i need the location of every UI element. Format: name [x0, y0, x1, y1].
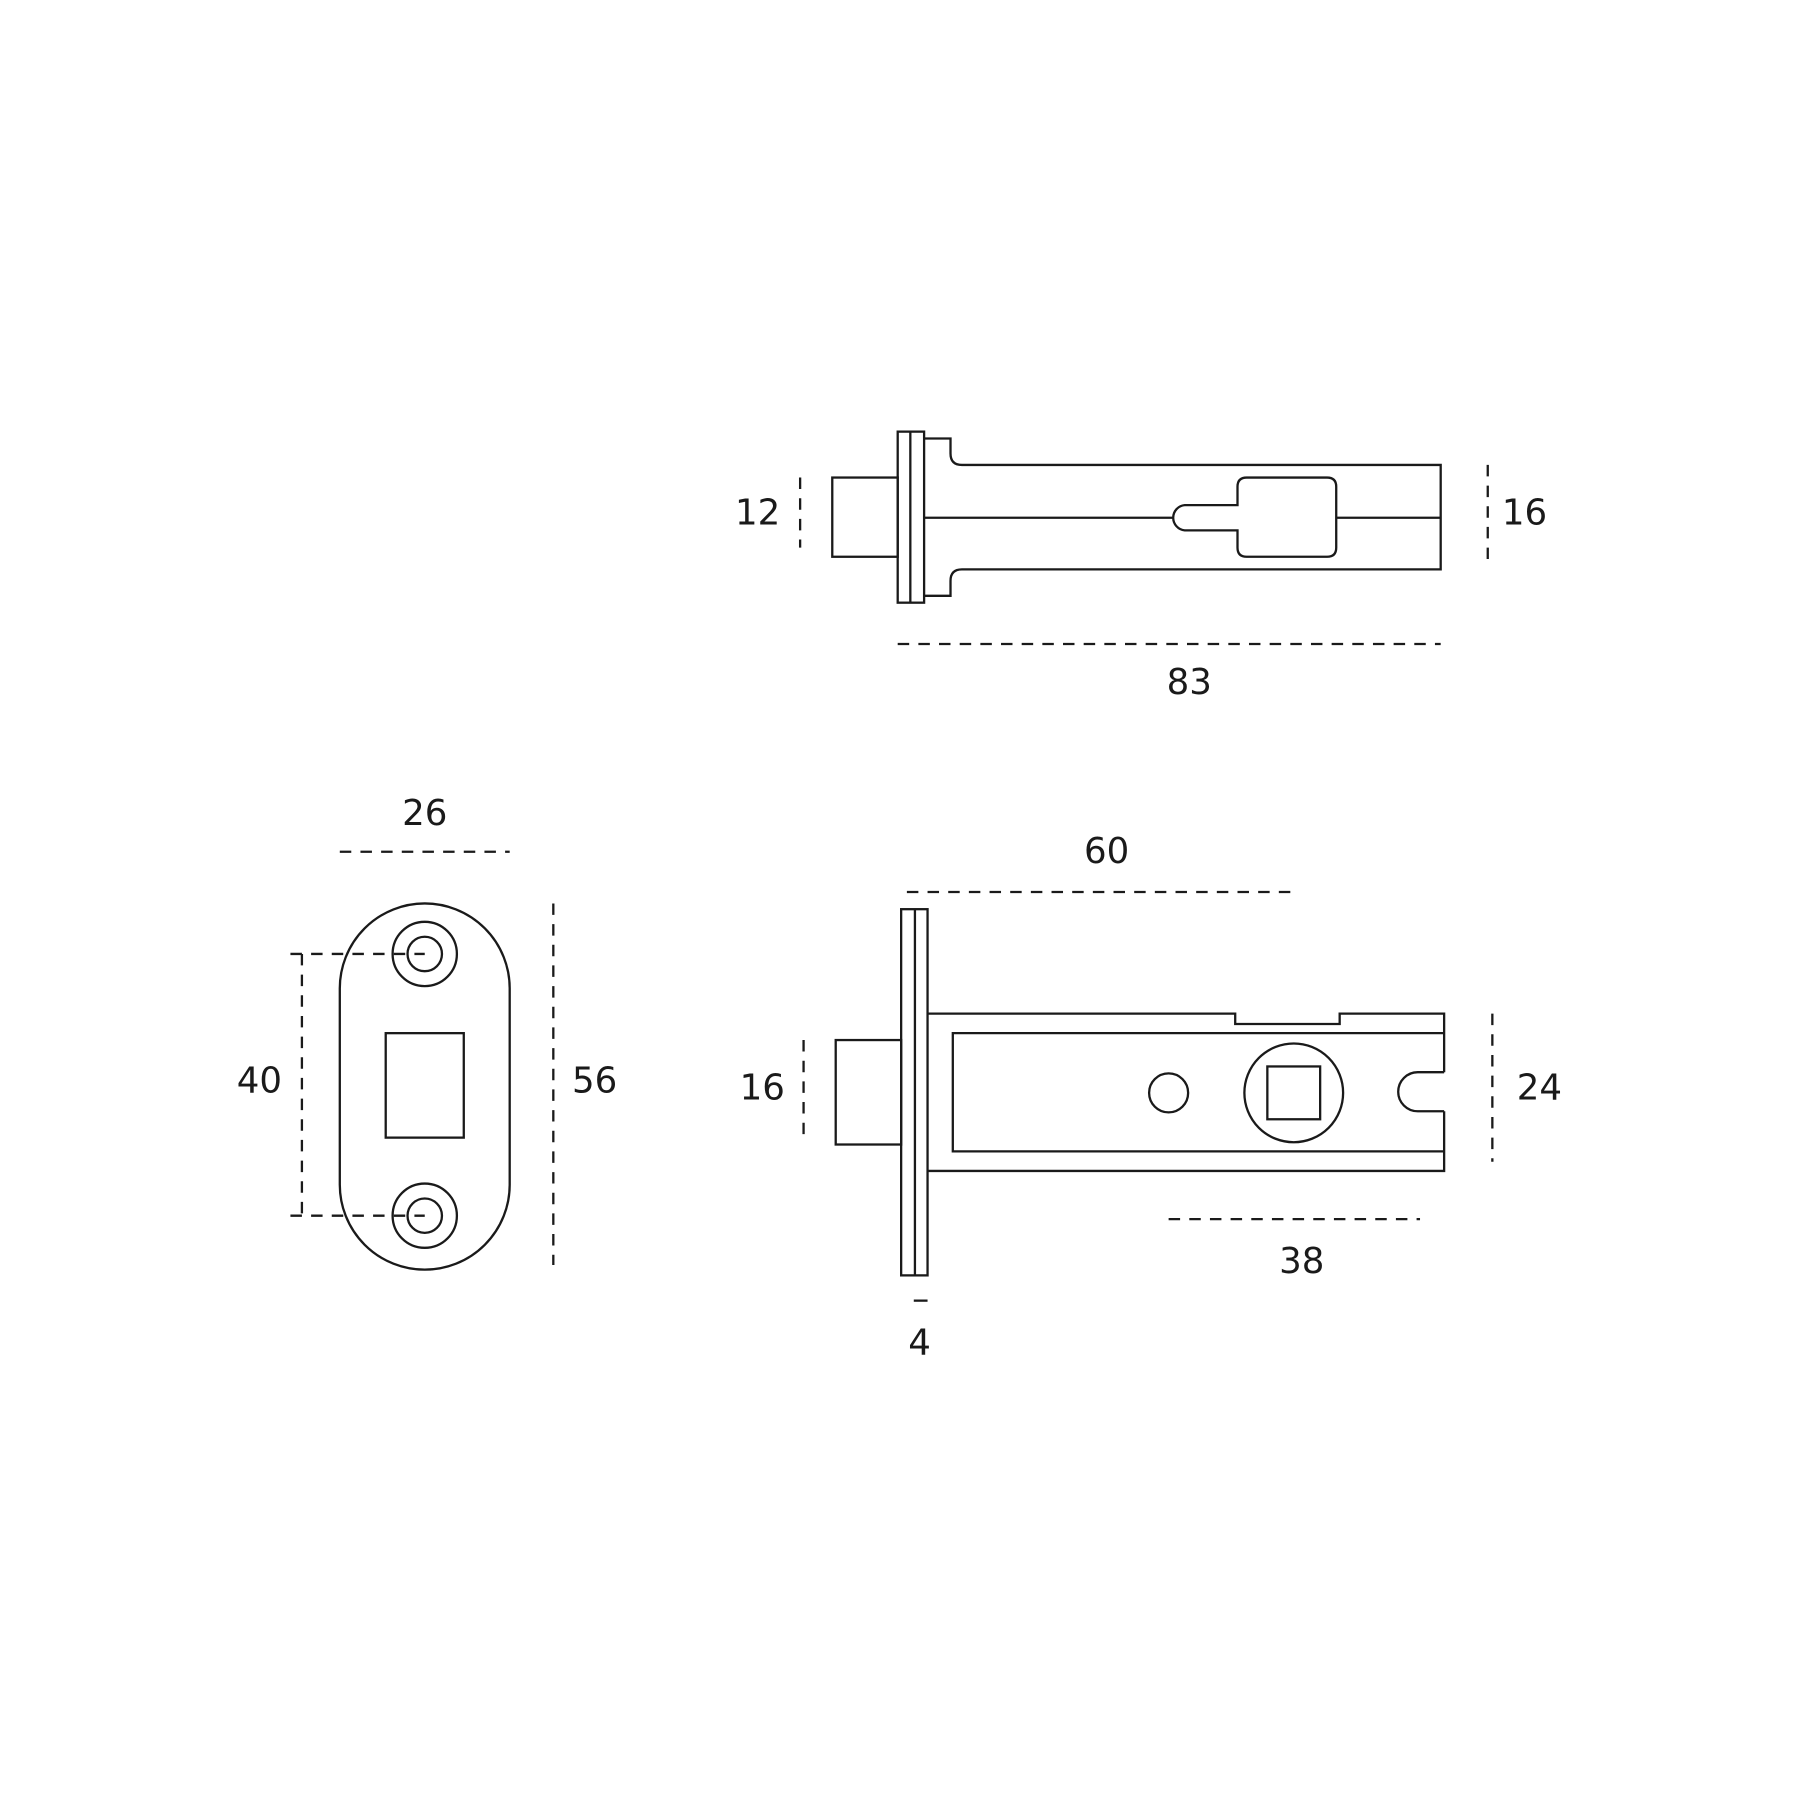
- screw-hole-top: [391, 920, 459, 988]
- top-view: 12 16 83: [735, 430, 1547, 703]
- dim-label-4: 4: [908, 1322, 931, 1363]
- dim-label-12: 12: [735, 492, 780, 533]
- dim-label-16-side: 16: [740, 1067, 785, 1108]
- side-body-inner: [951, 1032, 1445, 1153]
- bolt-aperture: [384, 1032, 465, 1139]
- dim-label-83: 83: [1167, 662, 1212, 703]
- fixing-hole: [1147, 1072, 1190, 1114]
- side-view: 60 16 24 38 4: [740, 831, 1562, 1363]
- spindle-square: [1266, 1065, 1322, 1121]
- side-latch-bolt: [834, 1038, 903, 1146]
- dim-label-24: 24: [1517, 1067, 1562, 1108]
- top-slot: [924, 476, 1441, 558]
- front-plate-view: 26 56 40: [237, 793, 617, 1271]
- forend-plate-outline: [338, 902, 511, 1271]
- dim-label-56: 56: [572, 1061, 617, 1102]
- dim-label-16-top: 16: [1502, 492, 1547, 533]
- top-latch-bolt: [831, 476, 899, 558]
- follower-hub: [1243, 1042, 1345, 1144]
- screw-hole-bottom: [391, 1182, 459, 1249]
- dim-label-40: 40: [237, 1061, 282, 1102]
- side-body-outer: [927, 1012, 1446, 1173]
- dim-label-38: 38: [1279, 1241, 1324, 1282]
- dim-label-60: 60: [1084, 831, 1129, 872]
- dim-label-26: 26: [402, 793, 447, 834]
